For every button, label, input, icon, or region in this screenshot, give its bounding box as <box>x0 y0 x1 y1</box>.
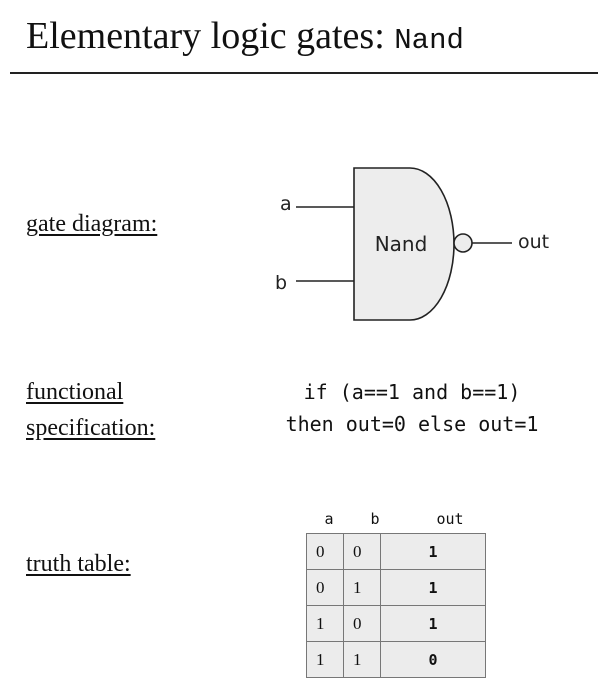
nand-gate-body <box>353 167 455 321</box>
cell-out: 1 <box>380 605 486 642</box>
table-row: 1 0 1 <box>306 605 486 642</box>
cell-a: 0 <box>306 569 344 606</box>
gate-diagram-label: gate diagram: <box>26 211 158 237</box>
cell-a: 0 <box>306 533 344 570</box>
title-divider <box>10 72 598 74</box>
spec-line-1: if (a==1 and b==1) <box>303 380 521 404</box>
inversion-bubble <box>453 233 473 253</box>
truth-table-grid: 0 0 1 0 1 1 1 0 1 1 1 0 <box>306 533 486 678</box>
truth-table-header: a b out <box>306 505 502 533</box>
gate-name-label: Nand <box>375 232 428 256</box>
cell-b: 0 <box>343 533 381 570</box>
cell-out: 1 <box>380 533 486 570</box>
truth-table: a b out 0 0 1 0 1 1 1 0 1 1 1 0 <box>306 505 502 678</box>
cell-out: 1 <box>380 569 486 606</box>
nand-gate-diagram: a b Nand out <box>275 167 549 321</box>
input-a-label: a <box>280 193 292 215</box>
table-row: 1 1 0 <box>306 641 486 678</box>
spec-line-2: then out=0 else out=1 <box>285 412 539 436</box>
page-title-text: Elementary logic gates: <box>26 15 395 57</box>
functional-specification: if (a==1 and b==1) then out=0 else out=1 <box>258 376 566 440</box>
functional-label-line1: functional <box>26 379 124 405</box>
cell-b: 0 <box>343 605 381 642</box>
header-a: a <box>324 510 334 528</box>
header-b: b <box>370 510 380 528</box>
input-b-label: b <box>275 272 287 294</box>
truth-table-label: truth table: <box>26 551 131 577</box>
cell-b: 1 <box>343 641 381 678</box>
cell-b: 1 <box>343 569 381 606</box>
cell-a: 1 <box>306 641 344 678</box>
cell-out: 0 <box>380 641 486 678</box>
cell-a: 1 <box>306 605 344 642</box>
functional-label-line2: specification: <box>26 415 156 441</box>
page-title-gate-name: Nand <box>394 24 464 57</box>
output-label: out <box>518 231 549 253</box>
table-row: 0 0 1 <box>306 533 486 570</box>
table-row: 0 1 1 <box>306 569 486 606</box>
page-title: Elementary logic gates: Nand <box>26 14 464 58</box>
header-out: out <box>436 510 464 528</box>
